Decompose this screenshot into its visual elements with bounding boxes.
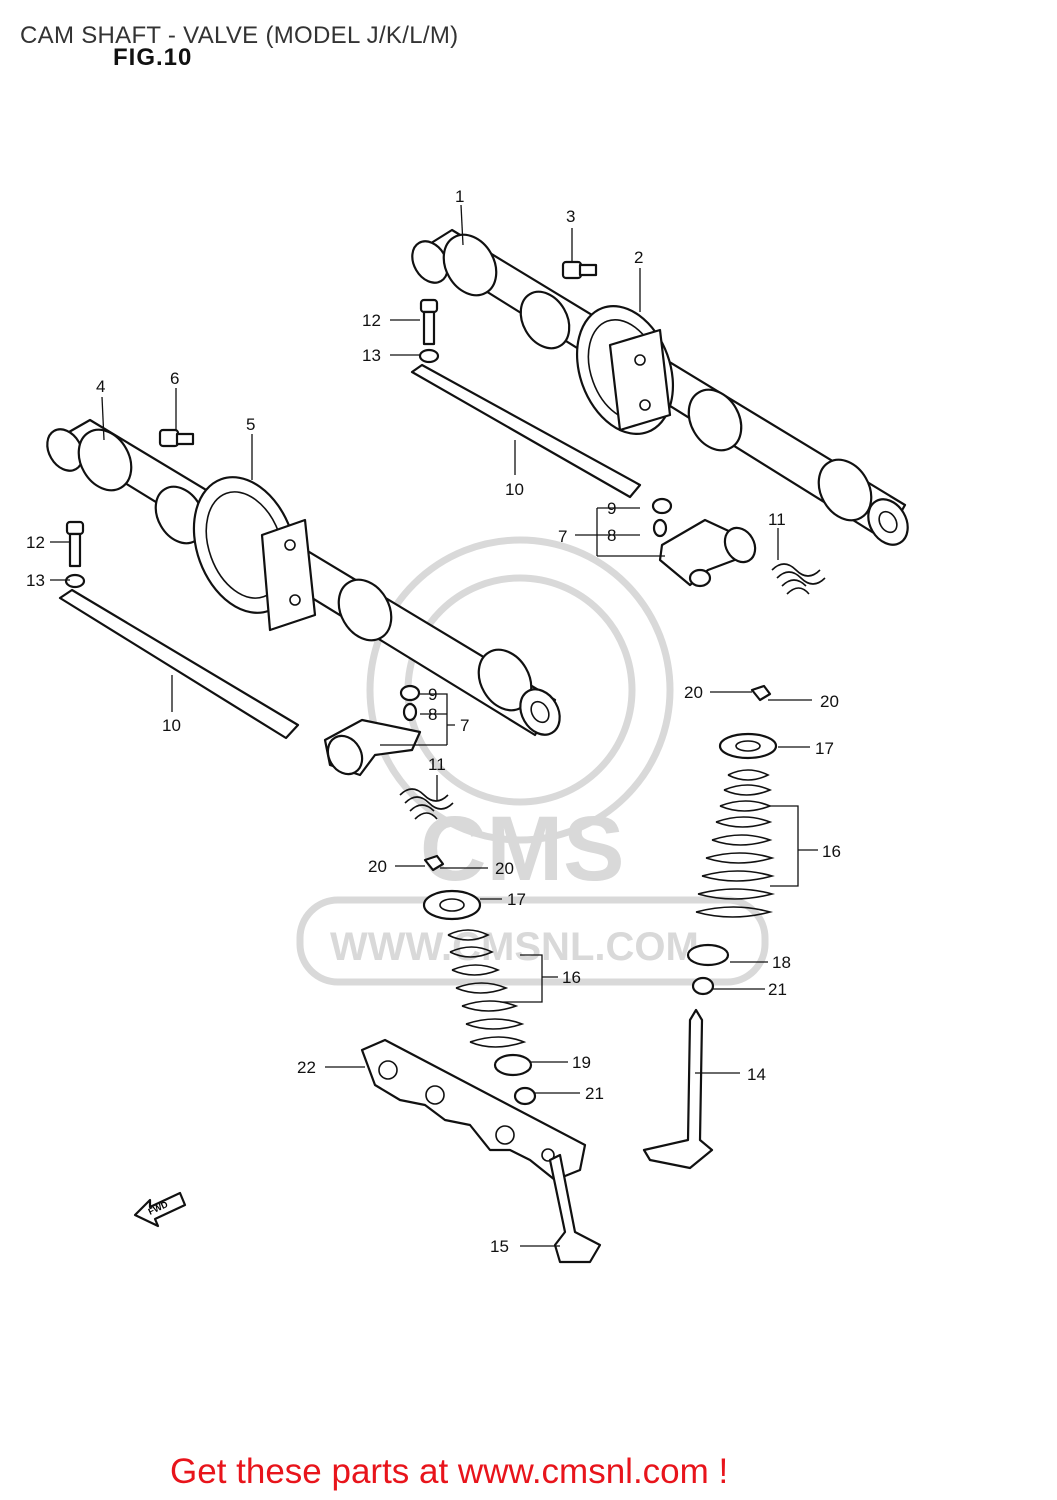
callout-20-left-b: 20	[495, 859, 514, 878]
callout-20-right-b: 20	[820, 692, 839, 711]
callout-10-lower: 10	[162, 716, 181, 735]
callout-19: 19	[572, 1053, 591, 1072]
valve-15	[548, 1153, 602, 1264]
callout-9-upper: 9	[607, 499, 616, 518]
callout-13-lower: 13	[26, 571, 45, 590]
callout-9-lower: 9	[428, 685, 437, 704]
callout-22: 22	[297, 1058, 316, 1077]
callout-14: 14	[747, 1065, 766, 1084]
callout-11-lower: 11	[428, 755, 446, 774]
callout-6: 6	[170, 369, 179, 388]
rocker-arm-upper	[651, 497, 757, 588]
rocker-shaft-upper	[410, 363, 642, 499]
valve-stack-left	[422, 854, 537, 1106]
callout-16-right: 16	[822, 842, 841, 861]
leader-lines	[50, 204, 818, 1247]
callout-15: 15	[490, 1237, 509, 1256]
callout-21-right: 21	[768, 980, 787, 999]
sprocket-bolt-lower	[158, 428, 195, 448]
fwd-arrow-icon: FWD	[133, 1191, 187, 1228]
callout-17-left: 17	[507, 890, 526, 909]
callout-4: 4	[96, 377, 105, 396]
bolt-12-lower	[64, 520, 86, 589]
callout-17-right: 17	[815, 739, 834, 758]
callout-21-left: 21	[585, 1084, 604, 1103]
callout-3: 3	[566, 207, 575, 226]
callout-labels: 1 3 2 12 13 10 9 8 7 11 4 6 5 12 13 10 9…	[26, 187, 841, 1256]
cms-watermark: CMS WWW.CMSNL.COM	[296, 536, 769, 986]
callout-11-upper: 11	[768, 510, 786, 529]
callout-7-lower: 7	[460, 716, 469, 735]
cam-sprocket-lower	[192, 476, 317, 632]
callout-8-upper: 8	[607, 526, 616, 545]
watermark-brand: CMS	[420, 798, 624, 900]
callout-20-left-a: 20	[368, 857, 387, 876]
callout-13-upper: 13	[362, 346, 381, 365]
callout-10-upper: 10	[505, 480, 524, 499]
callout-18: 18	[772, 953, 791, 972]
footer-promo-link[interactable]: Get these parts at www.cmsnl.com !	[170, 1452, 729, 1491]
diagram-title: CAM SHAFT - VALVE (MODEL J/K/L/M)	[20, 22, 459, 49]
callout-8-lower: 8	[428, 705, 437, 724]
spring-11-lower	[399, 788, 454, 820]
callout-5: 5	[246, 415, 255, 434]
rocker-arm-lower	[323, 684, 422, 777]
valve-cover-gasket	[360, 1038, 587, 1182]
callout-20-right-a: 20	[684, 683, 703, 702]
figure-number: FIG.10	[113, 44, 193, 71]
callout-2: 2	[634, 248, 643, 267]
rocker-shaft-lower	[58, 588, 300, 740]
watermark-url: WWW.CMSNL.COM	[330, 925, 699, 969]
spring-11-upper	[771, 563, 826, 595]
sprocket-bolt-upper	[561, 260, 598, 280]
callout-12-upper: 12	[362, 311, 381, 330]
callout-12-lower: 12	[26, 533, 45, 552]
callout-16-left: 16	[562, 968, 581, 987]
callout-1: 1	[455, 187, 464, 206]
cam-sprocket-upper	[575, 304, 675, 436]
valve-stack-right	[642, 684, 778, 1170]
callout-7-upper: 7	[558, 527, 567, 546]
bolt-12-upper	[418, 298, 440, 364]
